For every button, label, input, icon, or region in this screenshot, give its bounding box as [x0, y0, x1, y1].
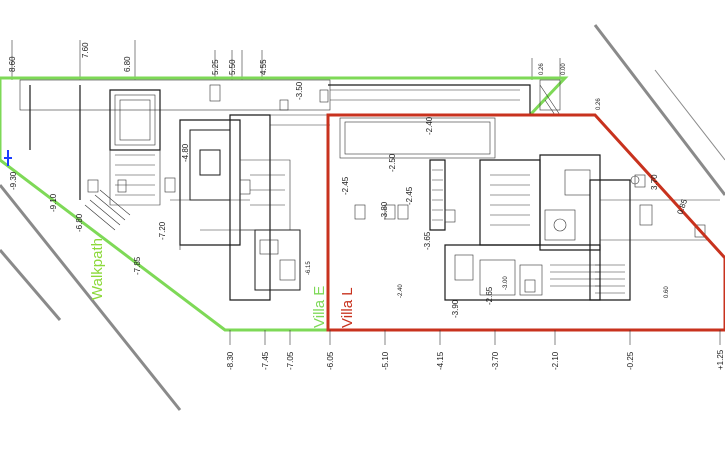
interior-level-1: -2.45	[405, 186, 414, 205]
interior-level-3: -2.45	[341, 176, 350, 195]
bottom-level-3: -6.05	[326, 351, 335, 370]
left-level-0: -9.30	[9, 171, 18, 190]
left-level-3: -7.20	[158, 221, 167, 240]
top-level-2: 6.80	[123, 56, 132, 72]
bottom-level-4: -5.10	[381, 351, 390, 370]
villa-e-label: Villa E	[311, 286, 328, 328]
bottom-level-8: -0.25	[626, 351, 635, 370]
right-level-3: 0.60	[664, 286, 670, 298]
top-dimension-ticks	[11, 40, 561, 80]
road-lines	[0, 24, 725, 411]
top-level-1: 7.60	[81, 42, 90, 58]
interior-level-4: -3.65	[423, 231, 432, 250]
top-level-4: 5.50	[228, 59, 237, 75]
bottom-level-9: +1.25	[716, 349, 725, 370]
villa-l-drawing	[328, 79, 720, 301]
top-level-6: 0.26	[539, 63, 545, 75]
interior-level-0: -2.50	[388, 153, 397, 172]
top-level-7: 0.00	[561, 63, 567, 75]
bottom-level-1: -7.45	[261, 351, 270, 370]
walkpath-label: Walkpath	[89, 238, 106, 300]
interior-level-6: -3.90	[451, 299, 460, 318]
right-level-2: 0.26	[596, 98, 602, 110]
bottom-dimension-ticks	[229, 330, 721, 345]
bottom-level-5: -4.15	[436, 351, 445, 370]
left-level-6: -3.50	[295, 81, 304, 100]
bottom-level-0: -8.30	[226, 351, 235, 370]
interior-level-7: -2.65	[485, 286, 494, 305]
villa-l-label: Villa L	[339, 287, 356, 328]
bottom-level-7: -2.10	[551, 351, 560, 370]
interior-level-5: -2.40	[425, 116, 434, 135]
right-level-0: 3.70	[650, 174, 659, 190]
top-level-3: 5.25	[211, 59, 220, 75]
left-level-5: -4.80	[181, 143, 190, 162]
top-level-5: 4.55	[259, 59, 268, 75]
left-level-7: -6.15	[306, 261, 312, 275]
villa-l-boundary	[326, 113, 725, 332]
left-level-1: -9.10	[49, 193, 58, 212]
villa-e-drawing	[19, 79, 331, 301]
top-level-0: 8.60	[8, 56, 17, 72]
bottom-level-2: -7.05	[286, 351, 295, 370]
left-level-4: -6.80	[75, 213, 84, 232]
left-level-2: -7.85	[133, 256, 142, 275]
interior-level-8: -2.40	[398, 284, 404, 298]
bottom-level-6: -3.70	[491, 351, 500, 370]
interior-level-9: -3.00	[503, 276, 509, 290]
interior-level-2: -3.80	[380, 201, 389, 220]
